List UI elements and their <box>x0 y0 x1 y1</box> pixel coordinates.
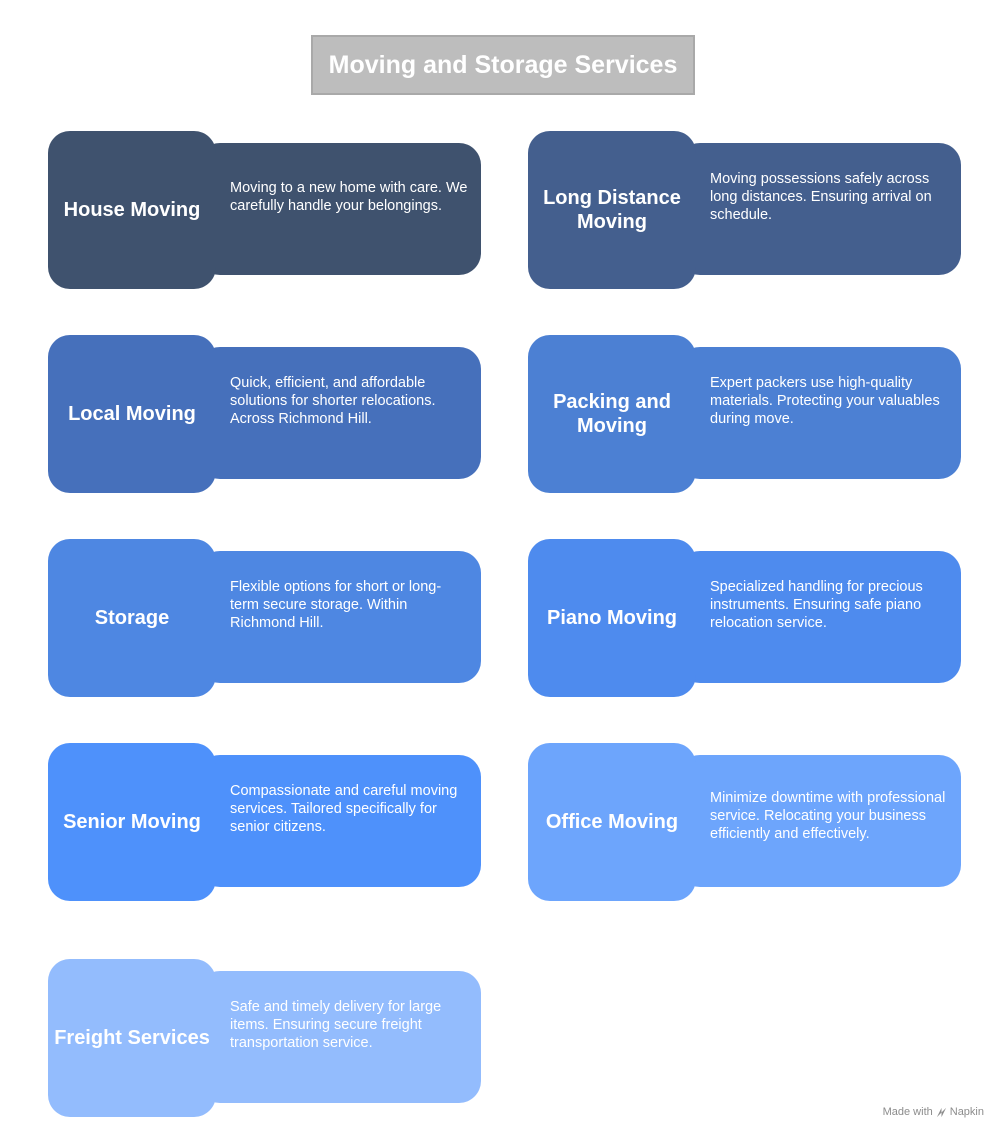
card-title: Office Moving <box>528 743 696 901</box>
service-card-house-moving: House Moving Moving to a new home with c… <box>48 131 481 289</box>
card-body <box>198 143 481 275</box>
card-body <box>678 551 961 683</box>
card-description: Safe and timely delivery for large items… <box>230 999 442 1051</box>
card-title: Piano Moving <box>528 539 696 697</box>
service-card-long-distance-moving: Long Distance Moving Moving possessions … <box>528 131 961 289</box>
card-title: Long Distance Moving <box>528 131 696 289</box>
card-body <box>198 971 481 1103</box>
service-card-piano-moving: Piano Moving Specialized handling for pr… <box>528 539 961 697</box>
napkin-logo-icon <box>936 1107 946 1117</box>
card-body <box>198 347 481 479</box>
card-description: Compassionate and careful moving service… <box>230 783 458 835</box>
card-body <box>678 143 961 275</box>
card-title: Local Moving <box>48 335 216 493</box>
card-title: Senior Moving <box>48 743 216 901</box>
card-description: Minimize downtime with professional serv… <box>710 790 946 842</box>
card-title: Freight Services <box>48 959 216 1117</box>
card-description: Quick, efficient, and affordable solutio… <box>230 375 436 427</box>
service-card-senior-moving: Senior Moving Compassionate and careful … <box>48 743 481 901</box>
card-description: Expert packers use high-quality material… <box>710 375 940 427</box>
card-body <box>198 755 481 887</box>
service-card-local-moving: Local Moving Quick, efficient, and affor… <box>48 335 481 493</box>
card-description: Moving to a new home with care. We caref… <box>230 180 468 214</box>
card-title: Packing and Moving <box>528 335 696 493</box>
watermark-prefix: Made with <box>882 1106 933 1118</box>
card-title: House Moving <box>48 131 216 289</box>
service-card-packing-and-moving: Packing and Moving Expert packers use hi… <box>528 335 961 493</box>
watermark-brand: Napkin <box>949 1106 984 1118</box>
card-body <box>198 551 481 683</box>
card-description: Flexible options for short or long-term … <box>230 579 442 631</box>
card-description: Moving possessions safely across long di… <box>710 171 932 223</box>
card-body <box>678 347 961 479</box>
card-body <box>678 755 961 887</box>
napkin-watermark: Made with Napkin <box>883 1106 984 1118</box>
service-card-office-moving: Office Moving Minimize downtime with pro… <box>528 743 961 901</box>
card-title: Storage <box>48 539 216 697</box>
diagram-title: Moving and Storage Services <box>311 35 695 95</box>
service-card-freight-services: Freight Services Safe and timely deliver… <box>48 959 481 1117</box>
card-description: Specialized handling for precious instru… <box>710 579 923 631</box>
service-card-storage: Storage Flexible options for short or lo… <box>48 539 481 697</box>
